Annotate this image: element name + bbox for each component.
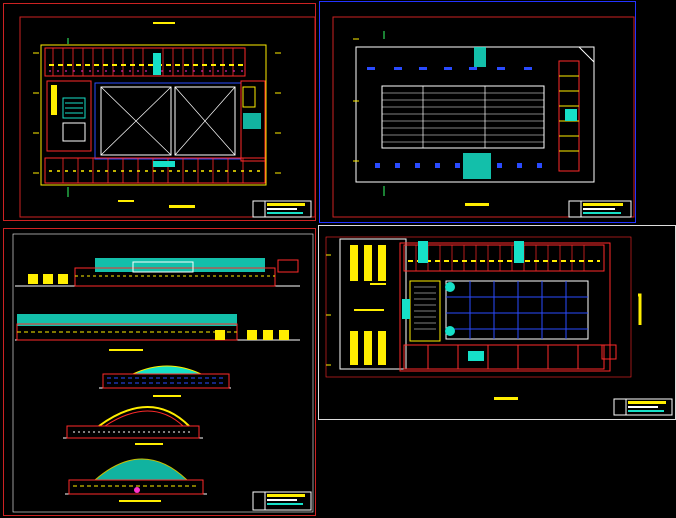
label-mark (135, 443, 163, 445)
sheet-border (319, 1, 636, 223)
right-wing-rooms (558, 60, 580, 172)
section-a (99, 365, 231, 389)
top-rooms-row (44, 47, 246, 77)
parking-area (339, 238, 407, 370)
plan-label-mark (169, 205, 195, 208)
left-wing (46, 80, 92, 152)
label-mark (119, 500, 161, 502)
roof-plan-drawing (319, 1, 636, 223)
elevation-side (15, 314, 300, 341)
drawing-frame (19, 16, 316, 218)
top-rooms-row (403, 241, 605, 272)
label-mark (153, 395, 181, 397)
sheet-border (3, 3, 316, 221)
title-block (613, 398, 673, 416)
stair-core (402, 280, 441, 342)
sheet-border (3, 228, 316, 516)
main-hall (399, 242, 611, 372)
sheet-elevations-sections (3, 228, 316, 516)
entrance-canopy (463, 153, 491, 179)
skylights (367, 67, 542, 168)
sheet-roof-plan (319, 1, 636, 223)
right-wing (240, 80, 266, 162)
scale-bar (118, 200, 134, 202)
elevation-front (15, 258, 300, 287)
ground-floor-plan-drawing (3, 3, 316, 221)
sheet-first-floor-plan (318, 225, 676, 420)
plan-label-mark (465, 203, 489, 206)
building-outline (40, 44, 267, 186)
roof-main-block (381, 85, 545, 149)
drawing-frame (332, 16, 635, 218)
plan-label-mark (494, 397, 518, 400)
elevations-drawing (3, 228, 316, 516)
stair-tower (474, 47, 486, 67)
bottom-rooms-row (403, 344, 617, 370)
bottom-rooms-row (44, 157, 266, 184)
section-b (63, 406, 203, 439)
title-block (568, 200, 632, 218)
title-block (252, 200, 312, 218)
north-label-mark (638, 293, 642, 325)
sheet-border (318, 225, 676, 420)
sheet-ground-floor-plan (3, 3, 316, 221)
section-c (65, 458, 207, 495)
central-courts (94, 82, 242, 160)
label-mark (109, 349, 143, 351)
sheet-title-mark (153, 22, 175, 24)
first-floor-plan-drawing (318, 225, 676, 420)
title-block (252, 491, 312, 511)
